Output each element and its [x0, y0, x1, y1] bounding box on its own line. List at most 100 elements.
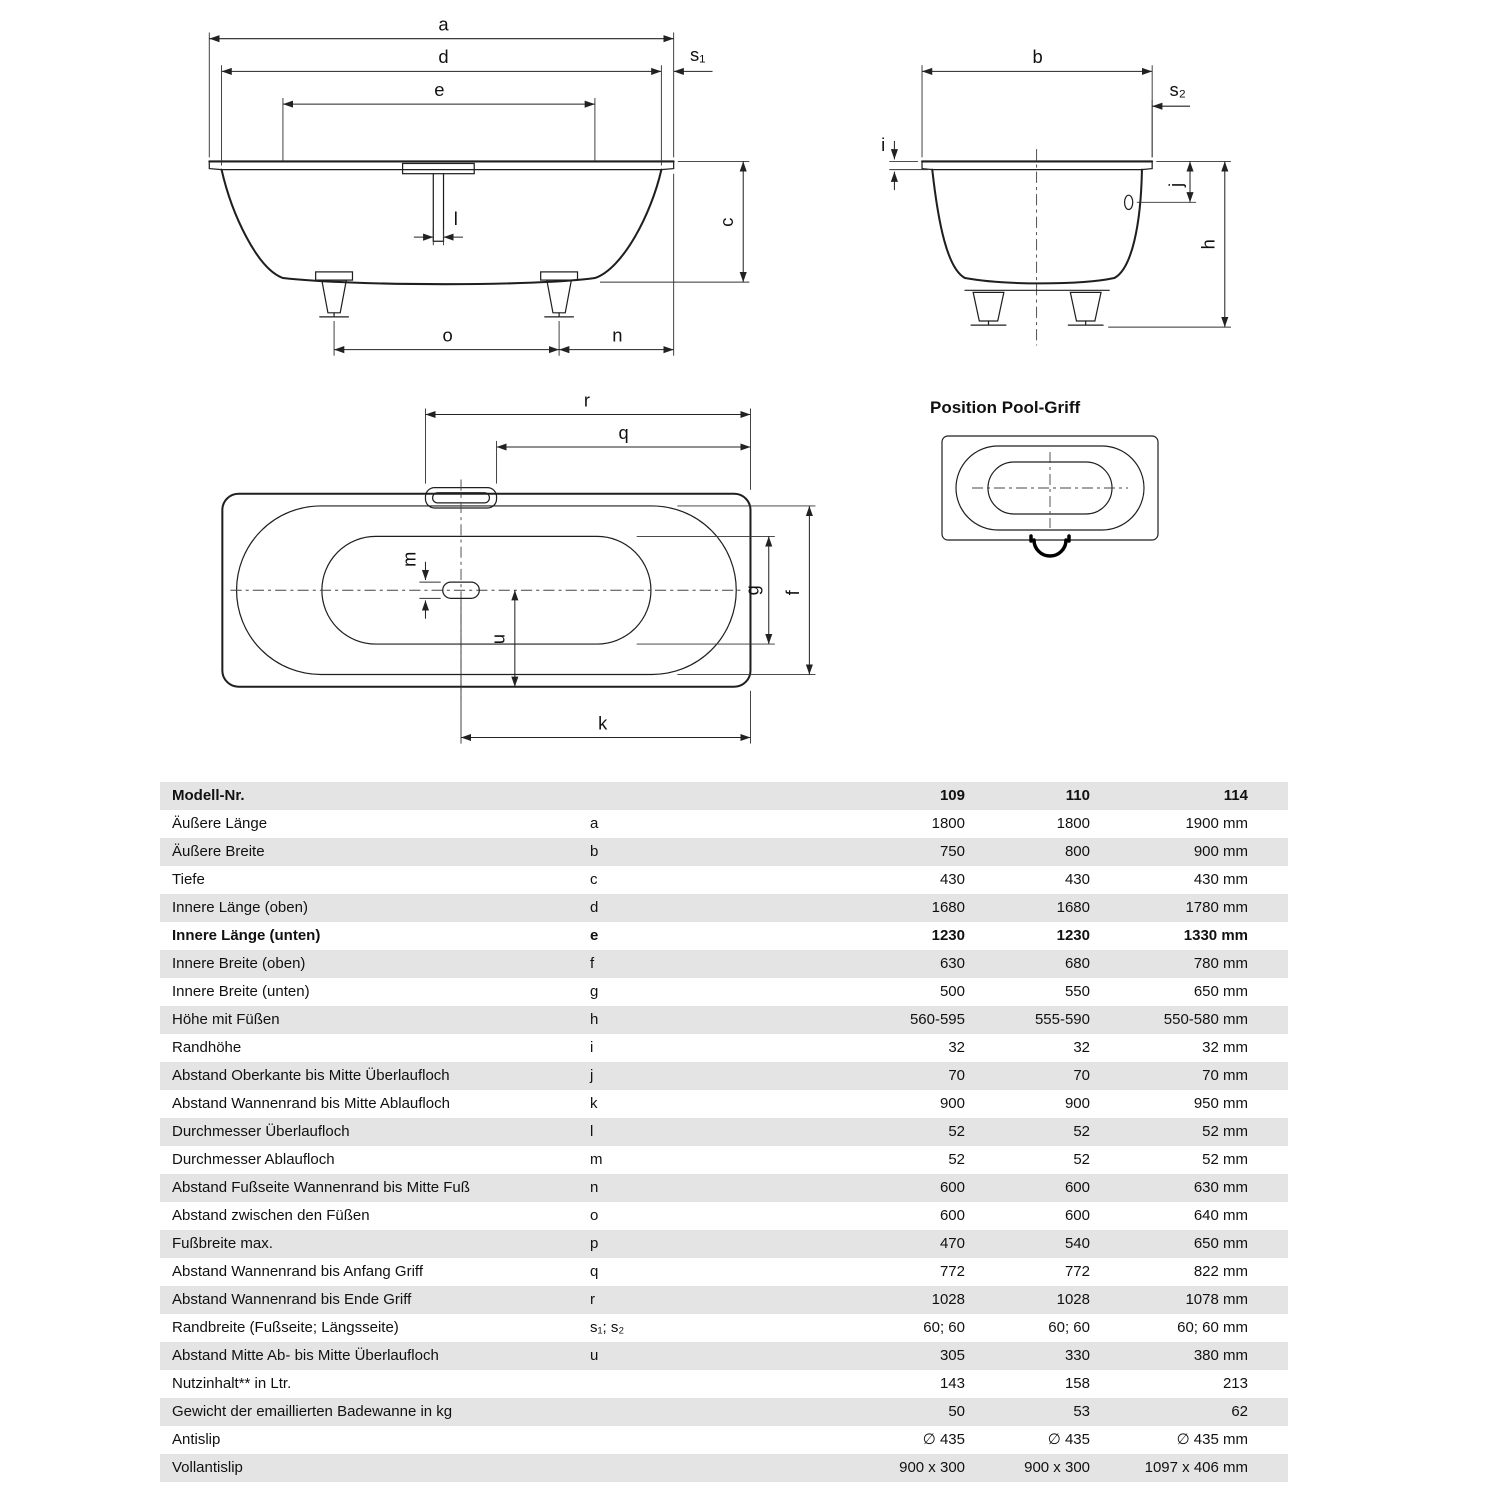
dim-label-s2: s₂: [1170, 79, 1186, 100]
row-letter: b: [590, 843, 599, 860]
table-row: Durchmesser Ablaufloch m 52 52 52 mm: [160, 1146, 1288, 1174]
row-value: ∅ 435: [1047, 1431, 1090, 1448]
row-letter: d: [590, 899, 599, 916]
row-value: 680: [1064, 955, 1090, 972]
row-value: 1800: [1056, 815, 1090, 832]
row-value: 800: [1064, 843, 1090, 860]
table-row: Höhe mit Füßen h 560-595 555-590 550-580…: [160, 1006, 1288, 1034]
row-value: 772: [1064, 1263, 1090, 1280]
row-letter: i: [590, 1039, 594, 1056]
row-value: 1028: [931, 1291, 965, 1308]
row-value: 32: [948, 1039, 965, 1056]
table-row: Abstand Oberkante bis Mitte Überlaufloch…: [160, 1062, 1288, 1090]
row-value: 640 mm: [1193, 1207, 1248, 1224]
waste-fitting: [401, 162, 475, 242]
row-letter: [590, 1454, 750, 1482]
bathtub-side-view-drawing: a d e s₁ l c o n: [208, 14, 750, 356]
header-model: 114: [1223, 787, 1248, 804]
row-label: Äußere Länge: [172, 815, 268, 832]
dim-label-e: e: [434, 79, 444, 100]
row-letter: [590, 1426, 750, 1454]
row-letter: q: [590, 1263, 599, 1280]
row-letter: s₁; s₂: [590, 1319, 625, 1336]
row-value: 430: [1064, 871, 1090, 888]
row-value: 950 mm: [1193, 1095, 1248, 1112]
row-letter: o: [590, 1207, 599, 1224]
row-value: ∅ 435 mm: [1176, 1431, 1248, 1448]
tub-side-outline: [208, 160, 675, 286]
dim-label-d: d: [438, 46, 448, 67]
row-value: 750: [939, 843, 965, 860]
table-row: Randhöhe i 32 32 32 mm: [160, 1034, 1288, 1062]
row-label: Antislip: [172, 1431, 221, 1448]
row-value: 1780 mm: [1185, 899, 1248, 916]
row-value: 158: [1064, 1375, 1090, 1392]
table-row: Abstand Fußseite Wannenrand bis Mitte Fu…: [160, 1174, 1288, 1202]
spec-table: Modell-Nr. 109 110 114 Äußere Länge a 18…: [160, 782, 1288, 1482]
row-label: Abstand Mitte Ab- bis Mitte Überlaufloch: [172, 1347, 439, 1364]
row-value: 50: [948, 1403, 965, 1420]
overflow-hole: [1123, 194, 1134, 211]
row-value: 1680: [1056, 899, 1090, 916]
row-value: 900 x 300: [1024, 1459, 1090, 1476]
row-value: 560-595: [909, 1011, 965, 1028]
tub-foot-right: [540, 271, 579, 318]
row-value: 70 mm: [1202, 1067, 1248, 1084]
row-label: Randhöhe: [172, 1039, 242, 1056]
row-value: 1078 mm: [1185, 1291, 1248, 1308]
table-row: Durchmesser Überlaufloch l 52 52 52 mm: [160, 1118, 1288, 1146]
row-letter: p: [590, 1235, 599, 1252]
row-value: 70: [948, 1067, 965, 1084]
row-label: Höhe mit Füßen: [172, 1011, 280, 1028]
dim-label-q: q: [618, 422, 628, 443]
tub-end-outline: [921, 149, 1154, 346]
dim-label-a: a: [438, 14, 449, 35]
row-value: 470: [939, 1235, 965, 1252]
row-value: 1680: [931, 899, 965, 916]
table-row: Abstand Wannenrand bis Mitte Ablaufloch …: [160, 1090, 1288, 1118]
row-label: Abstand Wannenrand bis Ende Griff: [172, 1291, 412, 1308]
row-value: 1330 mm: [1183, 927, 1248, 944]
row-value: 630: [939, 955, 965, 972]
row-value: 1800: [931, 815, 965, 832]
row-value: 900: [939, 1095, 965, 1112]
row-letter: e: [590, 927, 599, 944]
row-value: 650 mm: [1193, 1235, 1248, 1252]
pool-grip-caption: Position Pool-Griff: [930, 398, 1081, 417]
row-letter: r: [590, 1291, 595, 1308]
row-label: Durchmesser Überlaufloch: [172, 1123, 350, 1140]
table-row: Abstand Mitte Ab- bis Mitte Überlaufloch…: [160, 1342, 1288, 1370]
row-value: 430: [939, 871, 965, 888]
dim-label-k: k: [598, 712, 608, 733]
dim-label-o: o: [442, 324, 452, 345]
row-label: Innere Breite (oben): [172, 955, 306, 972]
tub-foot-left: [315, 271, 354, 318]
row-letter: [590, 1398, 750, 1426]
row-label: Innere Länge (unten): [172, 927, 321, 944]
row-value: 900: [1064, 1095, 1090, 1112]
pool-grip-handle: [1029, 534, 1071, 558]
row-label: Randbreite (Fußseite; Längsseite): [172, 1319, 399, 1336]
pool-grip-drawing: [941, 435, 1159, 558]
row-value: 60; 60: [923, 1319, 965, 1336]
row-label: Innere Breite (unten): [172, 983, 310, 1000]
table-row: Innere Breite (oben) f 630 680 780 mm: [160, 950, 1288, 978]
row-label: Abstand Wannenrand bis Anfang Griff: [172, 1263, 423, 1280]
header-model: 110: [1065, 787, 1090, 804]
row-value: 60; 60: [1048, 1319, 1090, 1336]
row-value: 430 mm: [1193, 871, 1248, 888]
drain-hole: [442, 581, 480, 599]
dim-label-b: b: [1032, 46, 1042, 67]
row-letter: f: [590, 955, 595, 972]
row-value: 772: [939, 1263, 965, 1280]
dim-label-c: c: [716, 218, 737, 227]
row-value: 1900 mm: [1185, 815, 1248, 832]
spec-table-body: Äußere Länge a 1800 1800 1900 mm Äußere …: [160, 810, 1288, 1482]
bathtub-top-view-drawing: r q m u g f k: [221, 389, 816, 744]
row-letter: m: [590, 1151, 603, 1168]
header-letter: [590, 782, 750, 810]
dim-label-u: u: [488, 634, 509, 644]
row-label: Abstand Wannenrand bis Mitte Ablaufloch: [172, 1095, 450, 1112]
row-value: 60; 60 mm: [1177, 1319, 1248, 1336]
